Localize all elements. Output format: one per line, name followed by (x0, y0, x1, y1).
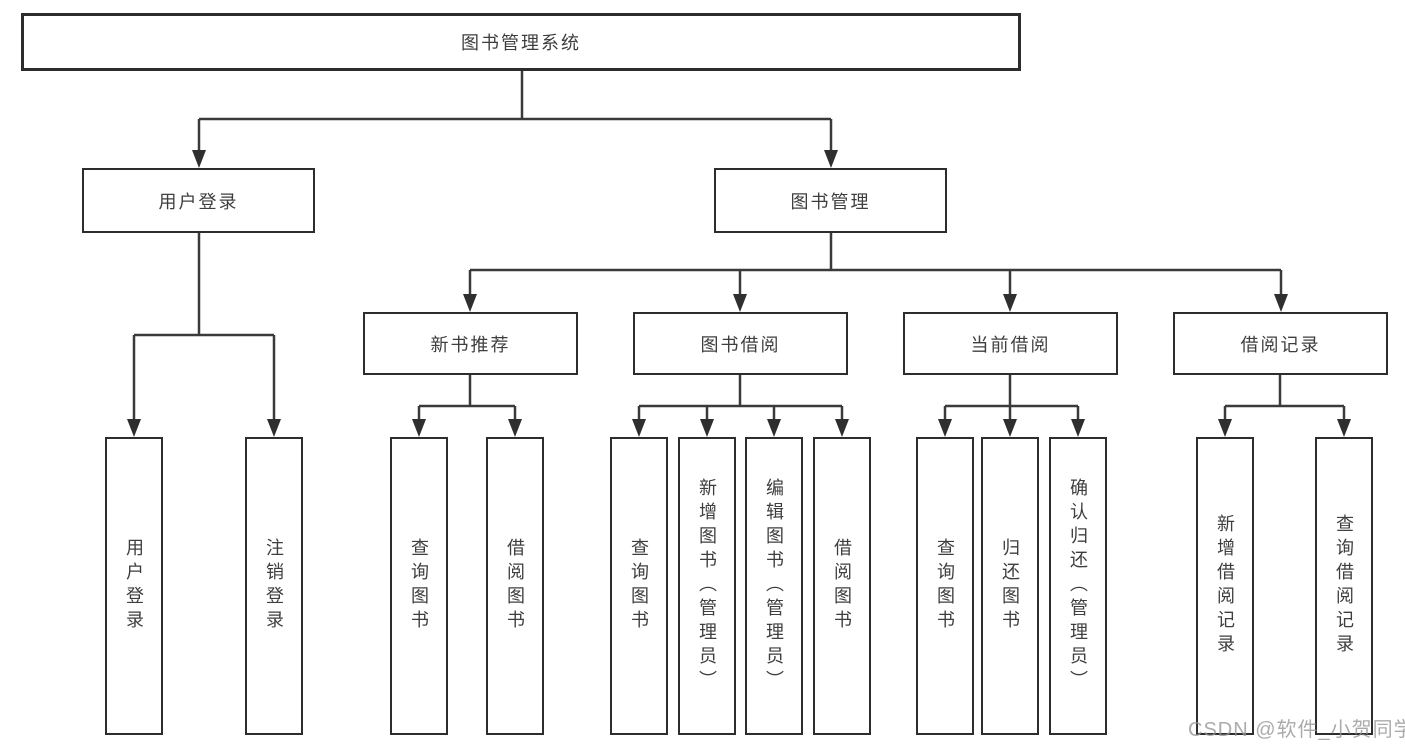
node-borrow-records: 借阅记录 (1173, 312, 1388, 375)
leaf-label: 注销登录 (264, 538, 284, 634)
leaf-borrow-books-recommend: 借阅图书 (486, 437, 544, 735)
leaf-label: 查询图书 (935, 538, 955, 634)
leaf-label: 借阅图书 (505, 538, 525, 634)
leaf-query-borrow-record: 查询借阅记录 (1315, 437, 1373, 735)
leaf-edit-book-admin: 编辑图书（管理员） (745, 437, 803, 735)
node-book-management: 图书管理 (714, 168, 947, 233)
leaf-add-borrow-record: 新增借阅记录 (1196, 437, 1254, 735)
node-label: 用户登录 (158, 191, 239, 212)
leaf-borrow-books: 借阅图书 (813, 437, 871, 735)
connector-book-mgmt-split (468, 233, 1283, 295)
leaf-label: 编辑图书（管理员） (764, 478, 784, 694)
leaf-return-books: 归还图书 (981, 437, 1039, 735)
leaf-logout: 注销登录 (245, 437, 303, 735)
connector-borrow-records-split (1223, 375, 1346, 420)
leaf-label: 查询图书 (629, 538, 649, 634)
node-label: 当前借阅 (970, 334, 1051, 355)
leaf-label: 查询借阅记录 (1334, 514, 1354, 658)
node-book-borrow: 图书借阅 (633, 312, 848, 375)
leaf-query-books-current: 查询图书 (916, 437, 974, 735)
leaf-query-books-recommend: 查询图书 (390, 437, 448, 735)
node-label: 图书借阅 (700, 334, 781, 355)
arrowheads (127, 150, 1351, 437)
node-label: 新书推荐 (430, 334, 511, 355)
node-new-book-recommend: 新书推荐 (363, 312, 578, 375)
leaf-label: 归还图书 (1000, 538, 1020, 634)
node-label: 借阅记录 (1240, 334, 1321, 355)
connector-current-borrow-split (943, 375, 1080, 420)
node-label: 图书管理 (790, 191, 871, 212)
leaf-label: 借阅图书 (832, 538, 852, 634)
leaf-add-book-admin: 新增图书（管理员） (678, 437, 736, 735)
leaf-user-login: 用户登录 (105, 437, 163, 735)
leaf-label: 查询图书 (409, 538, 429, 634)
connector-new-book-split (417, 375, 517, 420)
leaf-query-books-borrow: 查询图书 (610, 437, 668, 735)
connector-user-login-split (132, 233, 276, 420)
leaf-confirm-return-admin: 确认归还（管理员） (1049, 437, 1107, 735)
leaf-label: 新增借阅记录 (1215, 514, 1235, 658)
leaf-label: 用户登录 (124, 538, 144, 634)
connector-book-borrow-split (637, 375, 844, 420)
connector-root-to-level1 (197, 71, 833, 151)
leaf-label: 确认归还（管理员） (1068, 478, 1088, 694)
node-library-management-system: 图书管理系统 (21, 13, 1021, 71)
node-label: 图书管理系统 (461, 33, 581, 53)
node-current-borrow: 当前借阅 (903, 312, 1118, 375)
leaf-label: 新增图书（管理员） (697, 478, 717, 694)
csdn-watermark: CSDN @软件_小贺同学 (1188, 719, 1405, 741)
node-user-login: 用户登录 (82, 168, 315, 233)
